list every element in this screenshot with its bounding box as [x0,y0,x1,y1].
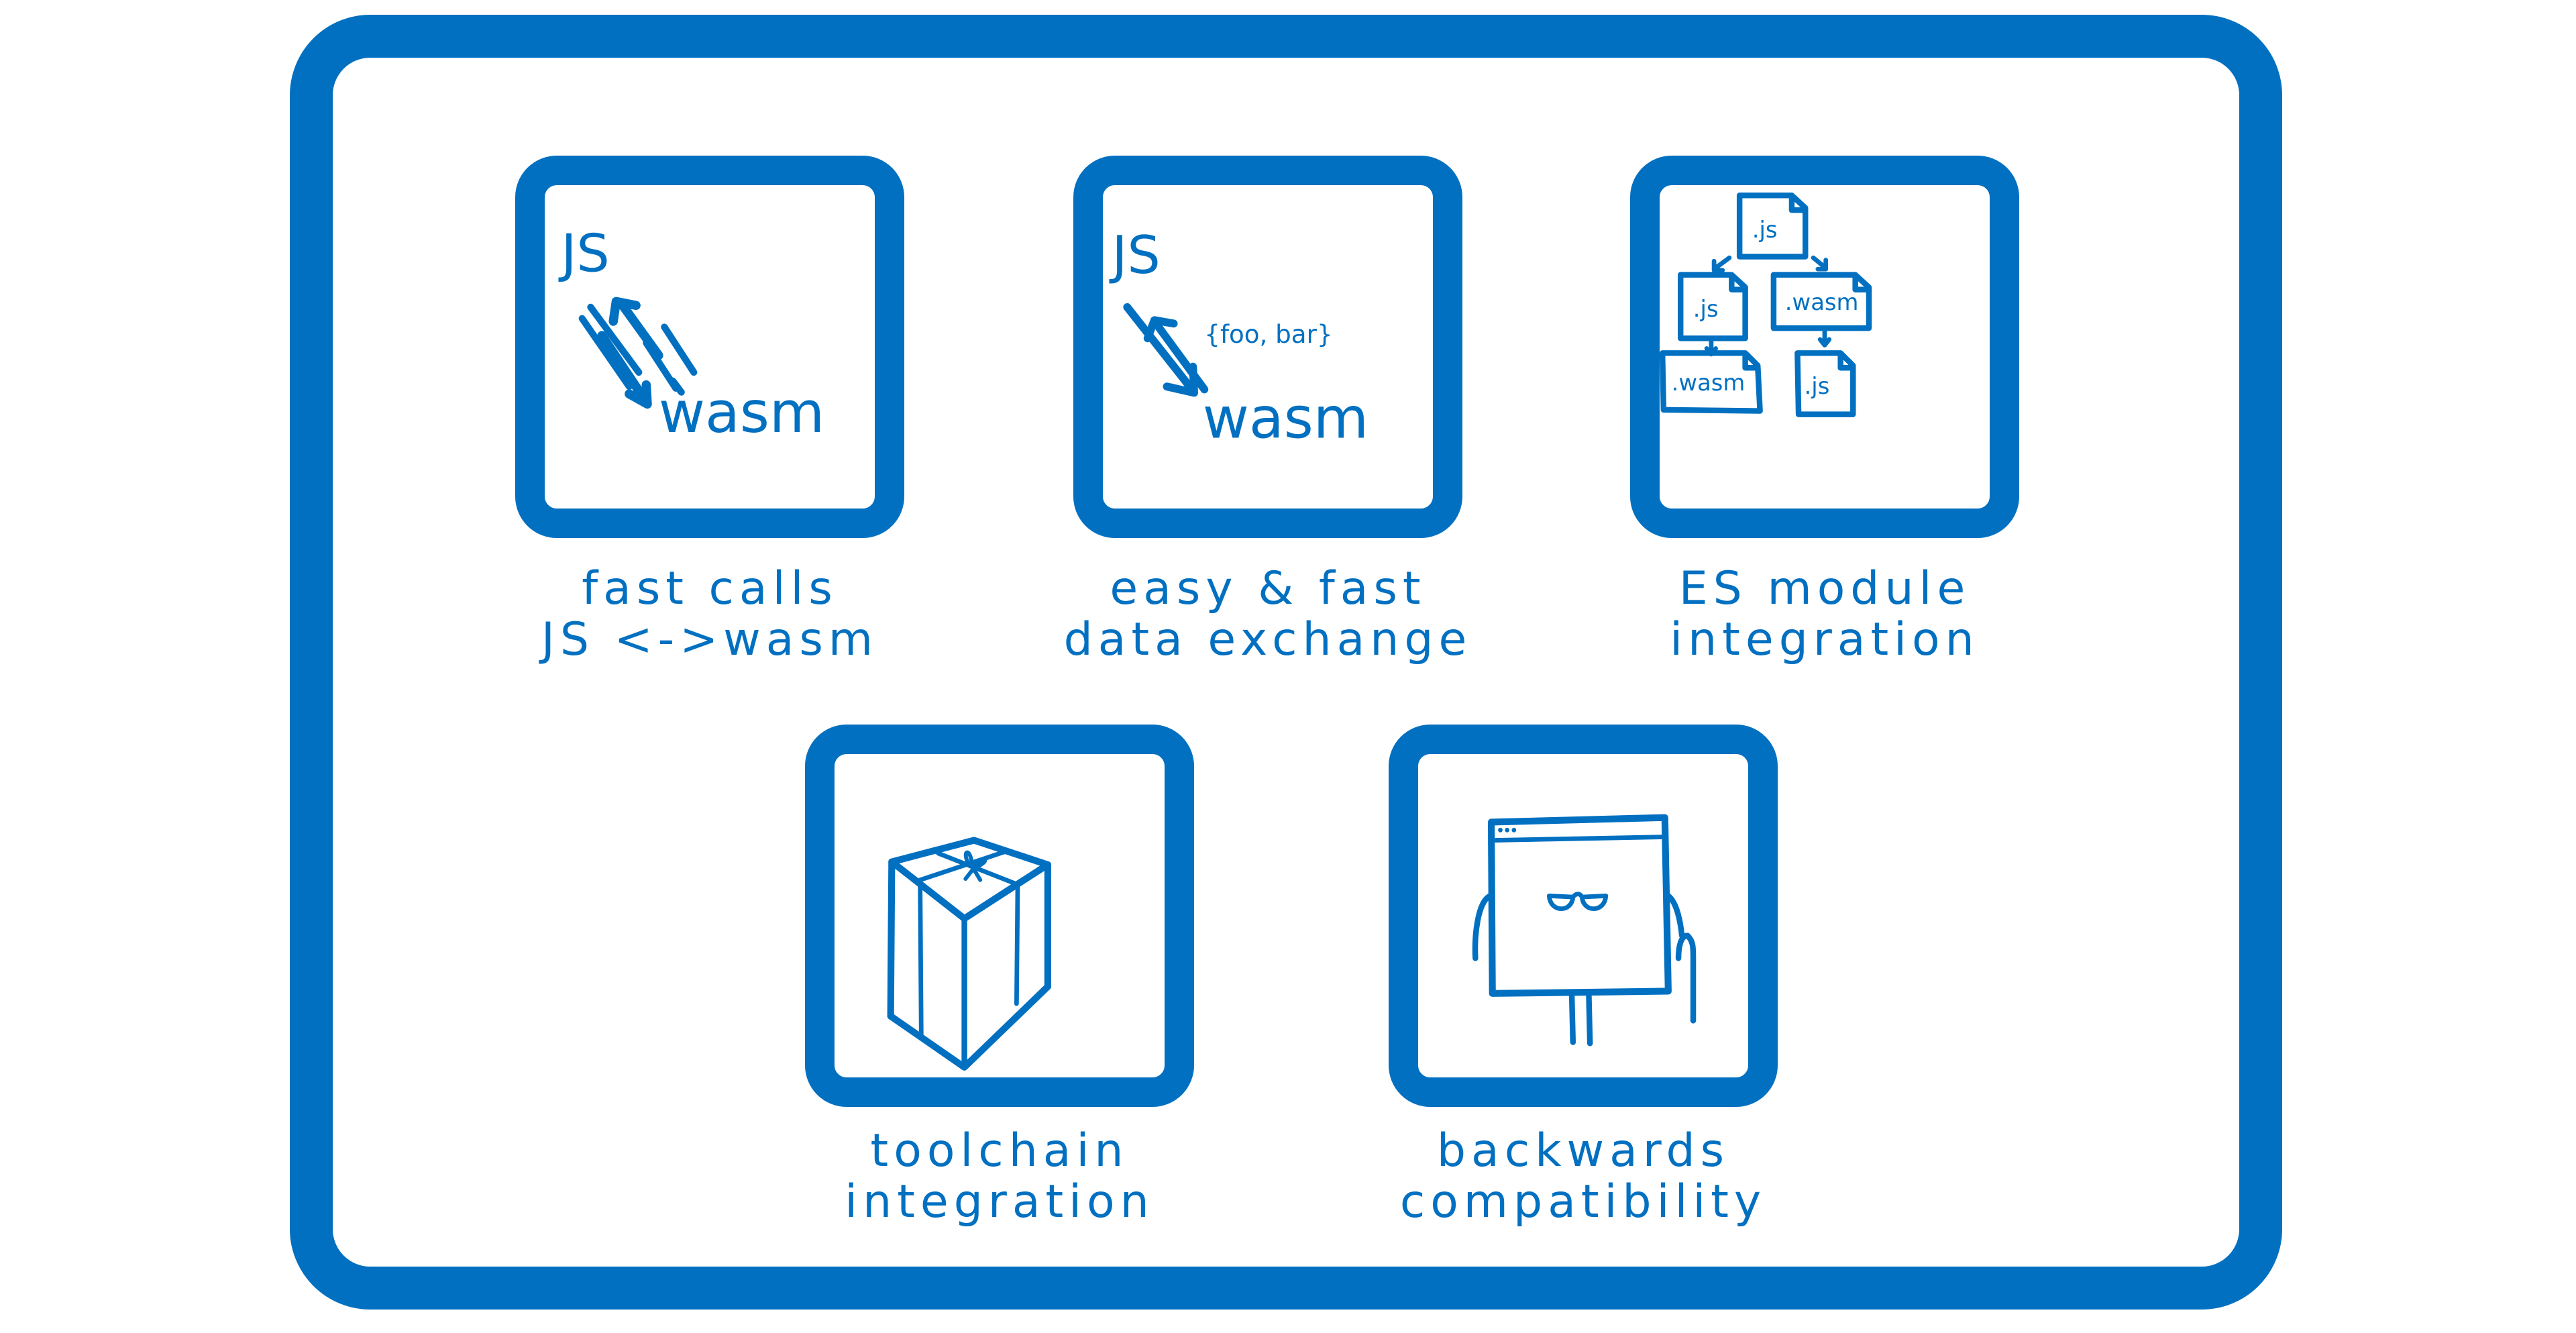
js-label: JS [1108,225,1160,286]
caption-es-module: ES module integration [1670,562,1980,666]
module-graph-icon: .js .js .wasm .wasm .js [1659,192,1872,417]
svg-text:.js: .js [1805,373,1830,399]
caption-toolchain: toolchain integration [845,1124,1155,1228]
caption-backwards-compat: backwards compatibility [1399,1124,1767,1228]
svg-text:.wasm: .wasm [1672,370,1746,396]
old-browser-character-icon [1472,814,1697,1047]
wasm-label: wasm [1203,385,1368,451]
svg-text:.wasm: .wasm [1785,289,1859,315]
js-wasm-fast-arrows-icon: JS wasm [557,224,824,445]
file-icon: .wasm [1770,272,1872,331]
wasm-label: wasm [659,380,824,445]
file-icon: .js [1794,350,1856,417]
tile-data-exchange: JS {foo, bar} wasm [1073,156,1462,538]
payload-label: {foo, bar} [1204,319,1332,349]
caption-data-exchange: easy & fast data exchange [1063,562,1472,666]
tile-es-module: .js .js .wasm .wasm .js [1630,156,2019,538]
file-icon: .js [1677,272,1748,341]
file-icon: .js [1736,192,1809,260]
svg-text:.js: .js [1752,217,1778,243]
svg-text:.js: .js [1693,296,1719,322]
js-label: JS [557,224,609,284]
tile-backwards-compat [1389,725,1778,1107]
file-icon: .wasm [1659,350,1763,414]
tile-fast-calls: JS wasm [515,156,904,538]
outer-frame [290,15,2282,1310]
caption-fast-calls: fast calls JS <->wasm [541,562,879,666]
tile-toolchain [805,725,1194,1107]
gift-box-icon [887,837,1051,1071]
js-wasm-data-exchange-icon: JS {foo, bar} wasm [1108,225,1368,451]
